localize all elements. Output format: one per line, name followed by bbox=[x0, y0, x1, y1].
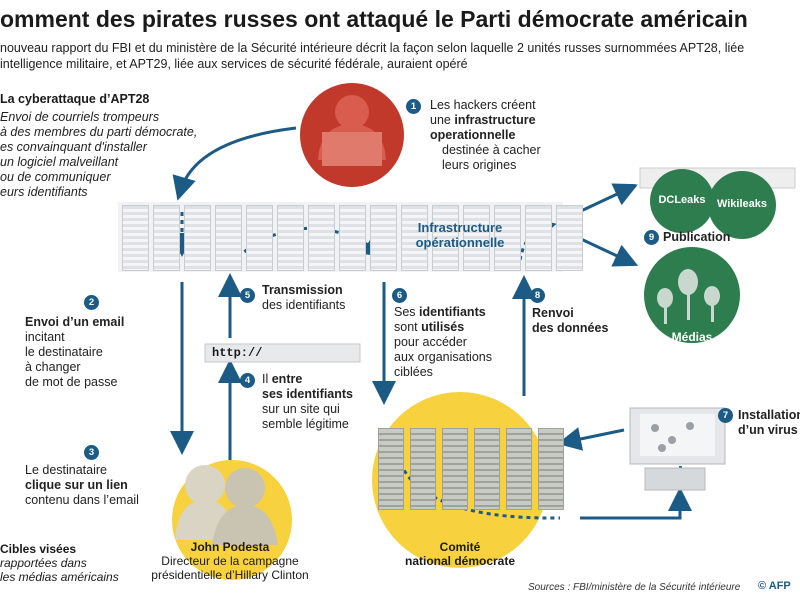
step-6-bold: utilisés bbox=[421, 320, 464, 334]
apt28-desc-line: un logiciel malveillant bbox=[0, 155, 197, 170]
step-4-bold: ses identifiants bbox=[262, 387, 353, 401]
step-1-bold: operationnelle bbox=[430, 128, 515, 142]
apt28-desc-line: es convainquant d'installer bbox=[0, 140, 197, 155]
step-2-line: le destinataire bbox=[25, 345, 124, 360]
step-1-line: Les hackers créent bbox=[430, 98, 541, 113]
wikileaks-label: Wikileaks bbox=[712, 198, 772, 210]
step-4-bold: entre bbox=[272, 372, 303, 386]
apt28-heading: La cyberattaque d’APT28 bbox=[0, 92, 197, 106]
targets-heading: Cibles visées bbox=[0, 542, 119, 556]
step-5-bold: Transmission bbox=[262, 283, 343, 297]
source-credit: Sources : FBI/ministère de la Sécurité i… bbox=[528, 582, 740, 593]
step-3-line: Le destinataire bbox=[25, 463, 139, 478]
step-1-line: leurs origines bbox=[430, 158, 541, 173]
step-1-text: Les hackers créent une infrastructure op… bbox=[430, 98, 541, 173]
infrastructure-label-line-2: opérationnelle bbox=[410, 235, 510, 250]
step-8-bold: Renvoi bbox=[532, 306, 574, 320]
targets-line: les médias américains bbox=[0, 570, 119, 584]
step-4-line: semble légitime bbox=[262, 417, 353, 432]
step-8-badge: 8 bbox=[530, 288, 545, 303]
step-8-bold: des données bbox=[532, 321, 608, 335]
podesta-name: John Podesta bbox=[140, 540, 320, 554]
step-6-text: Ses identifiants sont utilisés pour accé… bbox=[394, 305, 492, 380]
step-6-line: pour accéder bbox=[394, 335, 492, 350]
step-2-badge: 2 bbox=[84, 295, 99, 310]
step-2-line: de mot de passe bbox=[25, 375, 124, 390]
arrow-1 bbox=[180, 128, 296, 192]
targets-section: Cibles visées rapportées dans les médias… bbox=[0, 542, 119, 584]
url-text: http:// bbox=[212, 346, 262, 360]
step-3-line: contenu dans l’email bbox=[25, 493, 139, 508]
apt28-desc-line: Envoi de courriels trompeurs bbox=[0, 110, 197, 125]
step-2-bold: Envoi d’un email bbox=[25, 315, 124, 329]
step-7-bold: Installation bbox=[738, 408, 800, 422]
step-1-badge: 1 bbox=[406, 99, 421, 114]
step-9-badge: 9 bbox=[644, 230, 659, 245]
apt28-desc-line: eurs identifiants bbox=[0, 185, 197, 200]
step-4-line: Il bbox=[262, 372, 272, 386]
step-5-line: des identifiants bbox=[262, 298, 345, 313]
step-6-line: aux organisations bbox=[394, 350, 492, 365]
step-8-text: Renvoi des données bbox=[532, 306, 608, 336]
step-7-badge: 7 bbox=[718, 408, 733, 423]
step-6-line: sont bbox=[394, 320, 421, 334]
podesta-role: présidentielle d’Hillary Clinton bbox=[140, 568, 320, 582]
apt28-desc-line: ou de communiquer bbox=[0, 170, 197, 185]
step-5-text: Transmission des identifiants bbox=[262, 283, 345, 313]
step-2-line: à changer bbox=[25, 360, 124, 375]
step-2-line: incitant bbox=[25, 330, 124, 345]
step-4-text: Il entre ses identifiants sur un site qu… bbox=[262, 372, 353, 432]
dcleaks-label: DCLeaks bbox=[652, 194, 712, 206]
infrastructure-label: Infrastructure opérationnelle bbox=[410, 220, 510, 250]
podesta-caption: John Podesta Directeur de la campagne pr… bbox=[140, 540, 320, 582]
step-3-text: Le destinataire clique sur un lien conte… bbox=[25, 463, 139, 508]
step-1-bold: infrastructure bbox=[454, 113, 535, 127]
hacker-icon bbox=[300, 83, 404, 187]
step-7-bold: d’un virus bbox=[738, 423, 798, 437]
step-5-badge: 5 bbox=[240, 288, 255, 303]
dnc-label-line: national démocrate bbox=[395, 554, 525, 568]
step-3-bold: clique sur un lien bbox=[25, 478, 128, 492]
podesta-role: Directeur de la campagne bbox=[140, 554, 320, 568]
dnc-servers bbox=[378, 428, 564, 510]
step-7-text: Installation d’un virus bbox=[738, 408, 800, 438]
apt28-description: Envoi de courriels trompeurs à des membr… bbox=[0, 110, 197, 200]
step-6-line: ciblées bbox=[394, 365, 492, 380]
step-3-badge: 3 bbox=[84, 445, 99, 460]
step-6-line: Ses bbox=[394, 305, 419, 319]
dnc-label-line: Comité bbox=[395, 540, 525, 554]
dnc-label: Comité national démocrate bbox=[395, 540, 525, 568]
apt28-desc-line: à des membres du parti démocrate, bbox=[0, 125, 197, 140]
step-1-line: destinée à cacher bbox=[430, 143, 541, 158]
step-1-line: une bbox=[430, 113, 454, 127]
step-6-bold: identifiants bbox=[419, 305, 486, 319]
targets-line: rapportées dans bbox=[0, 556, 119, 570]
afp-logo: © AFP bbox=[758, 580, 791, 592]
apt28-section: La cyberattaque d’APT28 Envoi de courrie… bbox=[0, 92, 197, 200]
infrastructure-label-line-1: Infrastructure bbox=[410, 220, 510, 235]
step-4-badge: 4 bbox=[240, 373, 255, 388]
infrastructure-servers bbox=[122, 205, 583, 271]
step-9-text: Publication bbox=[663, 230, 730, 245]
step-6-badge: 6 bbox=[392, 288, 407, 303]
medias-label: Médias bbox=[652, 330, 732, 344]
step-2-text: Envoi d’un email incitant le destinatair… bbox=[25, 315, 124, 390]
step-4-line: sur un site qui bbox=[262, 402, 353, 417]
computer-virus-icon bbox=[630, 408, 725, 490]
